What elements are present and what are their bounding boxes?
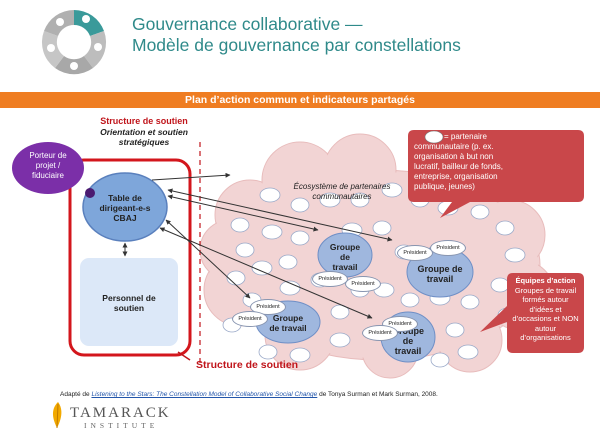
ecosystem-line-1: Écosystème de partenaires	[293, 182, 391, 191]
logo-sub: INSTITUTE	[84, 421, 159, 430]
president-node: Président	[345, 276, 381, 292]
table-label: Table de dirigeant-e-s CBAJ	[85, 193, 165, 223]
president-node: Président	[430, 240, 466, 256]
porteur-line-3: fiduciaire	[31, 171, 64, 180]
president-node: Président	[397, 245, 433, 261]
porteur-line-1: Porteur de	[29, 151, 67, 160]
ecosystem-label: Écosystème de partenaires communautaires	[272, 182, 412, 202]
credit-prefix: Adapté de	[60, 391, 92, 398]
support-structure-subtitle: Orientation et soutien stratégiques	[84, 127, 204, 147]
credit-suffix: de Tonya Surman et Mark Surman, 2008.	[317, 391, 438, 398]
support-structure-bottom-label: Structure de soutien	[196, 359, 299, 371]
legend-line-1: communautaire (p. ex.	[414, 142, 494, 151]
table-node	[82, 172, 168, 242]
legend-line-4: entreprise, organisation	[414, 172, 498, 181]
group-2-label: Groupe de travail	[408, 264, 472, 284]
bottom-bracket	[177, 351, 191, 361]
g2-line-2: travail	[426, 274, 454, 284]
president-node: Président	[312, 271, 348, 287]
equipes-callout	[480, 273, 584, 353]
support-structure-heading: Structure de soutien	[100, 116, 188, 126]
table-line-1: Table de	[108, 193, 142, 203]
ecosystem-line-2: communautaires	[312, 192, 372, 201]
personnel-line-2: soutien	[113, 303, 145, 313]
equipes-title: Équipes d’action	[515, 276, 576, 285]
equipes-legend-text: Équipes d’action Groupes de travail form…	[507, 276, 584, 343]
subtitle-line-2: stratégiques	[118, 137, 170, 147]
title-line-1: Gouvernance collaborative —	[132, 14, 363, 34]
g1-line-3: travail	[332, 262, 358, 272]
page-title: Gouvernance collaborative — Modèle de go…	[132, 14, 572, 56]
legend-line-2: organisation à but non	[414, 152, 494, 161]
equipes-line-2: d’idées et	[529, 304, 562, 314]
logo-name: TAMARACK	[70, 405, 171, 421]
g1-line-1: Groupe	[329, 242, 361, 252]
partner-callout	[408, 130, 584, 218]
tamarack-leaf-icon	[52, 402, 62, 429]
partner-legend-node	[424, 130, 444, 144]
legend-line-0: = partenaire	[444, 132, 487, 141]
subtitle-line-1: Orientation et soutien	[100, 127, 188, 137]
g3-line-2: de travail	[269, 323, 307, 333]
group-1-label: Groupe de travail	[318, 242, 372, 272]
porteur-line-2: projet /	[35, 161, 61, 170]
porteur-dot	[85, 188, 95, 198]
personnel-label: Personnel de soutien	[80, 293, 178, 313]
president-node: Président	[232, 311, 268, 327]
g4-line-2: de	[402, 336, 414, 346]
equipes-line-5: d’organisations	[520, 333, 571, 342]
constellation-wheel-icon	[41, 10, 107, 75]
g3-line-1: Groupe	[272, 313, 304, 323]
g1-line-2: de	[340, 252, 350, 262]
equipes-line-3: d’occasions et NON	[512, 314, 579, 323]
title-line-2: Modèle de gouvernance par constellations	[132, 35, 461, 55]
connection-arrows	[122, 172, 393, 319]
equipes-line-0: Groupes de travail	[514, 285, 577, 295]
table-line-3: CBAJ	[113, 213, 137, 223]
equipes-line-4: autour	[534, 323, 557, 333]
source-credit: Adapté de Listening to the Stars: The Co…	[60, 391, 580, 398]
equipes-line-1: formés autour	[522, 295, 569, 304]
group-3-label: Groupe de travail	[256, 313, 320, 333]
porteur-node	[12, 142, 84, 194]
action-plan-banner: Plan d’action commun et indicateurs part…	[0, 92, 600, 108]
credit-link[interactable]: Listening to the Stars: The Constellatio…	[91, 391, 318, 398]
partner-legend-text: = partenaire communautaire (p. ex. organ…	[414, 132, 582, 192]
porteur-label: Porteur de projet / fiduciaire	[14, 151, 82, 181]
legend-line-3: lucratif, bailleur de fonds,	[414, 162, 503, 171]
table-line-2: dirigeant-e-s	[99, 203, 151, 213]
president-node: Président	[362, 325, 398, 341]
personnel-box	[80, 258, 178, 346]
g2-line-1: Groupe de	[417, 264, 463, 274]
president-node: Président	[250, 299, 286, 315]
legend-line-5: publique, jeunes)	[414, 182, 475, 191]
g4-line-3: travail	[394, 346, 422, 356]
personnel-line-1: Personnel de	[102, 293, 156, 303]
